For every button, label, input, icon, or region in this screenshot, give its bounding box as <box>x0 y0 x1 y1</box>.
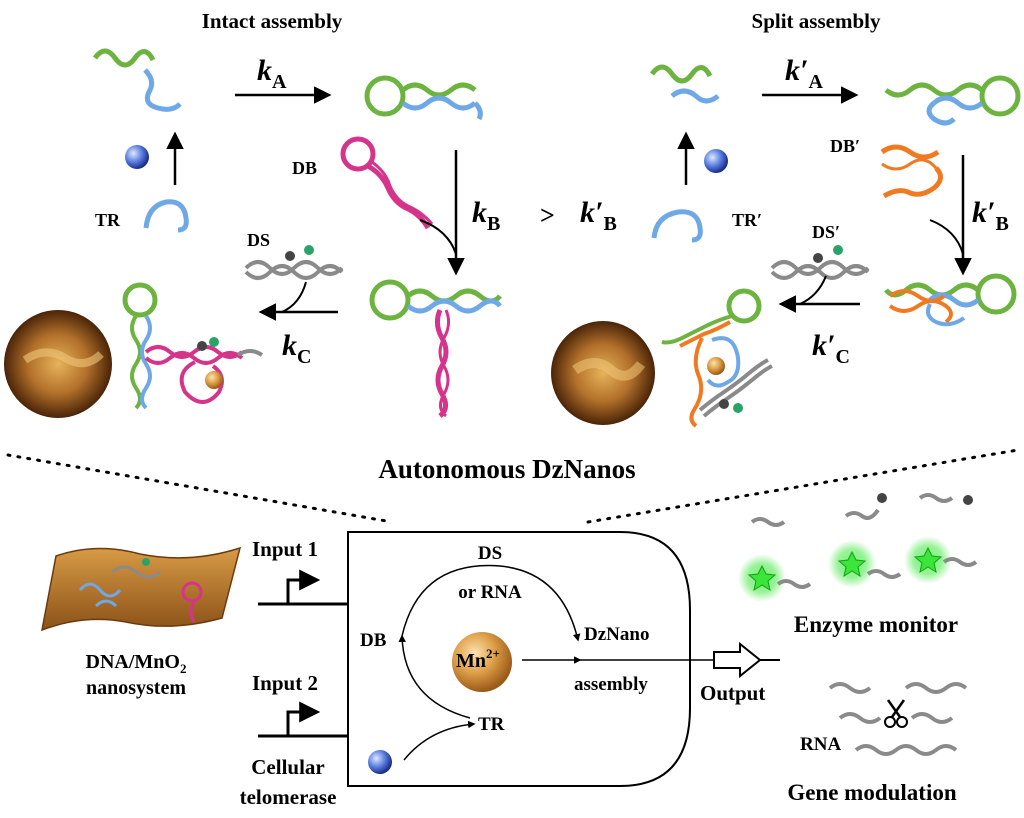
cellular-label: Cellular <box>251 755 325 779</box>
telomerase-ball-icon <box>125 145 149 169</box>
cycle-or-rna-label: or RNA <box>458 582 522 603</box>
telomerase-label: telomerase <box>240 785 337 809</box>
input-1-label: Input 1 <box>252 537 318 561</box>
enzyme-monitor-illustration <box>738 493 978 602</box>
enzyme-monitor-label: Enzyme monitor <box>794 612 958 637</box>
mn-ion-sphere <box>452 632 512 692</box>
cycle-arc-telo <box>403 720 476 761</box>
autonomous-dznanos-title: Autonomous DzNanos <box>378 454 635 484</box>
intact-three-way-junction <box>369 279 502 418</box>
rate-ka-prime: k′A <box>785 54 823 93</box>
cycle-arc-left <box>398 634 471 719</box>
intact-kb-curve <box>419 219 457 255</box>
rate-kb: kB <box>472 196 500 235</box>
cycle-db-label: DB <box>360 630 387 651</box>
intact-assembly-title: Intact assembly <box>202 9 343 33</box>
label-tr-prime: TR′ <box>732 210 762 230</box>
label-db-prime: DB′ <box>830 136 860 156</box>
input-1-promoter <box>258 580 348 606</box>
tr-prime-strand <box>651 209 703 243</box>
divider-left-dotted <box>6 453 394 524</box>
dznano-label: DzNano <box>584 624 649 645</box>
cycle-arc-top <box>401 564 581 642</box>
tr-strand <box>143 199 189 233</box>
split-hairpin <box>884 75 1021 126</box>
intact-hairpin <box>364 75 483 121</box>
rate-kc: kC <box>282 329 311 368</box>
scissors-icon <box>884 699 908 728</box>
rate-kb-prime-right: k′B <box>972 196 1009 235</box>
ds-substrate <box>244 245 344 280</box>
intact-kc-curve <box>281 281 307 313</box>
mn-ion-label: Mn2+ <box>456 646 500 672</box>
output-arrow-icon <box>713 641 762 679</box>
split-dznano-structure <box>661 288 773 428</box>
gene-modulation-illustration <box>828 682 968 756</box>
split-kb-curve <box>929 219 964 255</box>
label-db: DB <box>292 158 317 178</box>
label-ds: DS <box>247 230 270 250</box>
rna-label: RNA <box>800 734 841 755</box>
label-tr: TR <box>95 210 121 230</box>
nanosystem-label-line2: nanosystem <box>86 677 186 699</box>
cycle-ds-label: DS <box>478 543 502 564</box>
input-2-label: Input 2 <box>252 671 318 695</box>
divider-right-dotted <box>586 448 1020 524</box>
split-tr-complex <box>649 64 720 104</box>
afm-image-split <box>551 321 655 425</box>
intact-tr-primer-complex <box>92 48 182 112</box>
rate-comparison: > <box>540 201 555 230</box>
label-ds-prime: DS′ <box>812 222 840 242</box>
nanosystem-label-line1: DNA/MnO2 <box>86 651 187 676</box>
split-three-way-junction <box>884 273 1017 327</box>
db-prime-strand <box>880 144 943 199</box>
ds-prime-substrate <box>770 245 870 280</box>
cycle-tr-label: TR <box>478 714 505 735</box>
gene-modulation-label: Gene modulation <box>787 780 957 805</box>
input-2-promoter <box>258 712 348 738</box>
split-assembly-title: Split assembly <box>752 9 881 33</box>
telomerase-ball-icon-split <box>704 149 728 173</box>
intact-dznano-structure <box>122 282 264 410</box>
rate-kc-prime: k′C <box>812 329 850 368</box>
rate-kb-prime: k′B <box>580 196 617 235</box>
db-strand <box>340 136 434 230</box>
rate-ka: kA <box>257 54 287 93</box>
assembly-label: assembly <box>574 674 648 695</box>
afm-image-intact <box>4 310 112 418</box>
split-kc-curve <box>799 275 827 305</box>
telomerase-ball-icon-bottom <box>368 750 392 774</box>
output-label: Output <box>700 681 765 705</box>
mno2-nanosheet <box>41 546 242 632</box>
circuit-gate-box <box>347 531 691 787</box>
